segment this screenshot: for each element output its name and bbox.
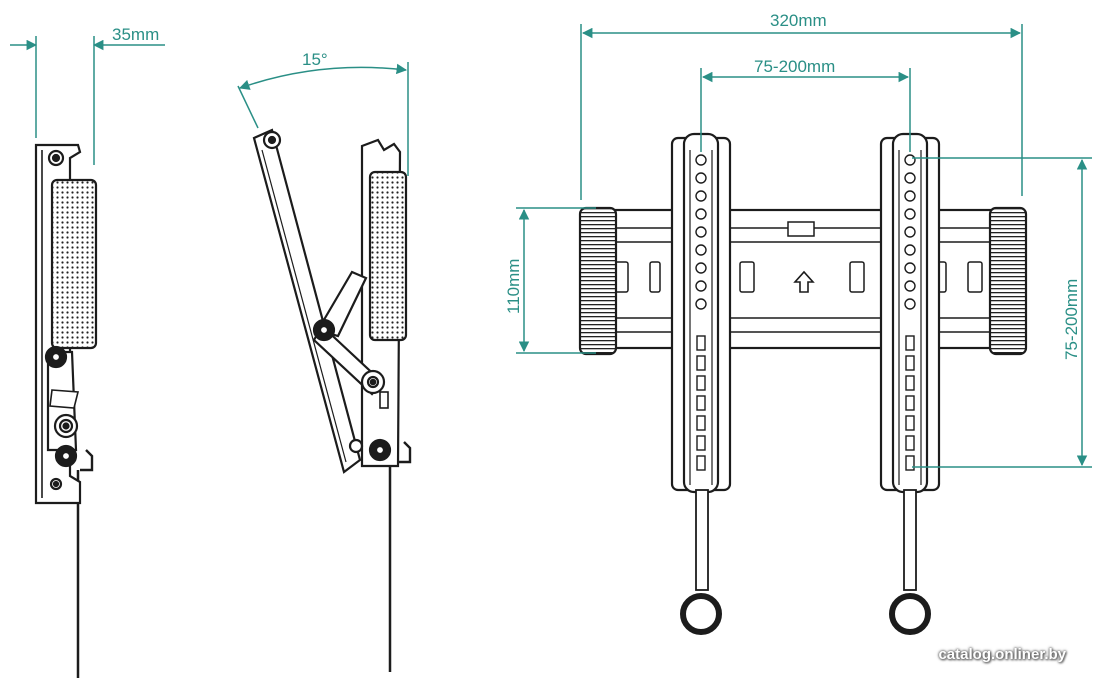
tilt-dimension <box>237 62 409 176</box>
plate-height-label: 110mm <box>504 259 523 314</box>
front-dimensions <box>516 24 1092 468</box>
vesa-horizontal-label: 75-200mm <box>754 57 835 76</box>
front-view <box>578 132 1028 635</box>
padding-block-tilted <box>368 170 408 342</box>
vesa-vertical-label: 75-200mm <box>1062 279 1081 360</box>
up-arrow-icon <box>793 270 815 293</box>
side-view-tilted <box>252 128 412 672</box>
watermark: catalog.onliner.by <box>938 646 1066 663</box>
right-end-cap <box>988 206 1028 356</box>
left-end-cap <box>578 206 618 356</box>
padding-block <box>50 178 98 350</box>
tilted-bracket-arm <box>252 128 362 474</box>
total-width-label: 320mm <box>770 11 827 30</box>
depth-dimension <box>10 36 165 165</box>
depth-label: 35mm <box>112 25 159 44</box>
tilt-label: 15° <box>302 50 328 69</box>
right-vertical-bracket <box>879 132 941 635</box>
side-view-flat <box>34 143 98 678</box>
left-vertical-bracket <box>670 132 732 635</box>
